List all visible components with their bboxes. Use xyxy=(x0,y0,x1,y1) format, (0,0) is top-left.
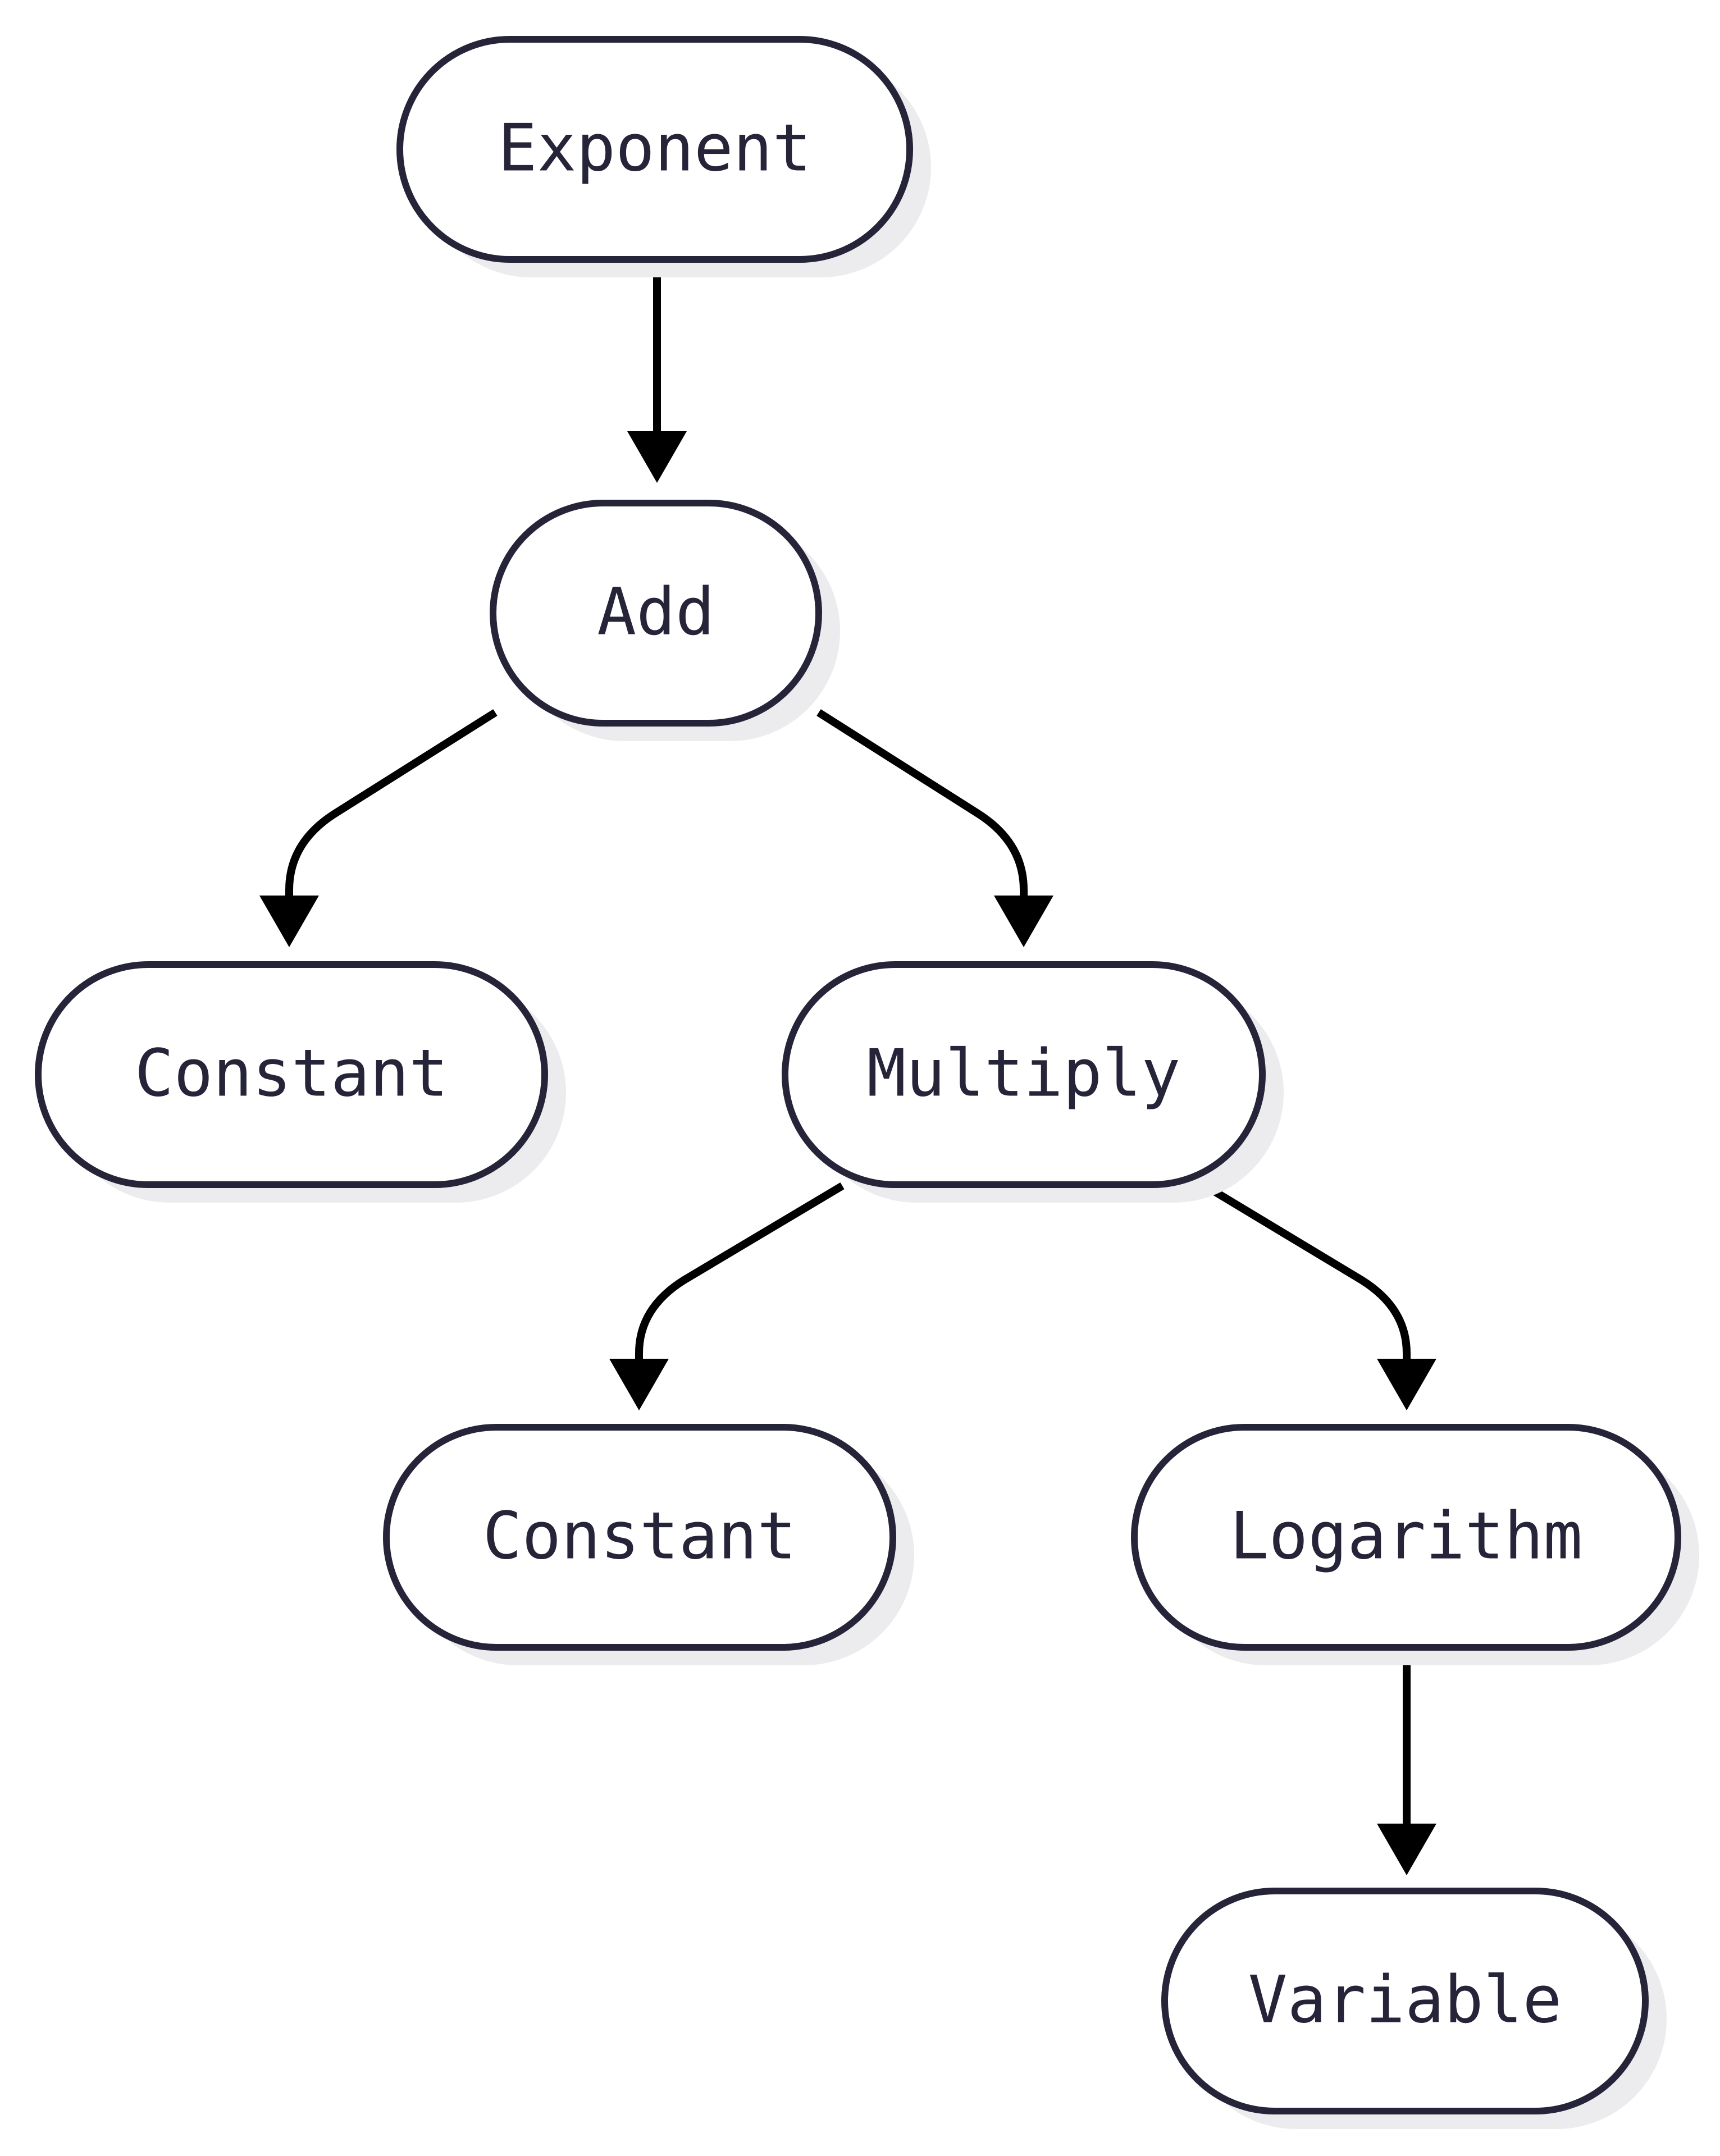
node-label-constant-mid: Constant xyxy=(483,1499,797,1574)
edge-add-to-constant-left xyxy=(259,709,498,947)
edge-add-to-multiply xyxy=(816,709,1053,947)
node-label-add: Add xyxy=(597,574,715,650)
node-label-variable: Variable xyxy=(1248,1962,1562,2038)
edge-multiply-to-constant-mid xyxy=(609,1182,845,1410)
edge-exponent-to-add xyxy=(627,260,687,483)
node-label-multiply: Multiply xyxy=(867,1036,1181,1112)
node-add: Add xyxy=(490,500,840,741)
edges xyxy=(259,260,1436,1875)
edge-logarithm-to-variable xyxy=(1377,1651,1436,1875)
node-exponent: Exponent xyxy=(396,36,931,277)
node-variable: Variable xyxy=(1161,1888,1667,2129)
node-constant-left: Constant xyxy=(35,961,566,1203)
node-label-logarithm: Logarithm xyxy=(1230,1499,1583,1574)
node-constant-mid: Constant xyxy=(383,1424,914,1665)
node-logarithm: Logarithm xyxy=(1131,1424,1699,1665)
node-label-exponent: Exponent xyxy=(498,111,812,186)
edge-multiply-to-logarithm xyxy=(1203,1182,1436,1410)
node-multiply: Multiply xyxy=(782,961,1284,1203)
node-label-constant-left: Constant xyxy=(135,1036,449,1112)
